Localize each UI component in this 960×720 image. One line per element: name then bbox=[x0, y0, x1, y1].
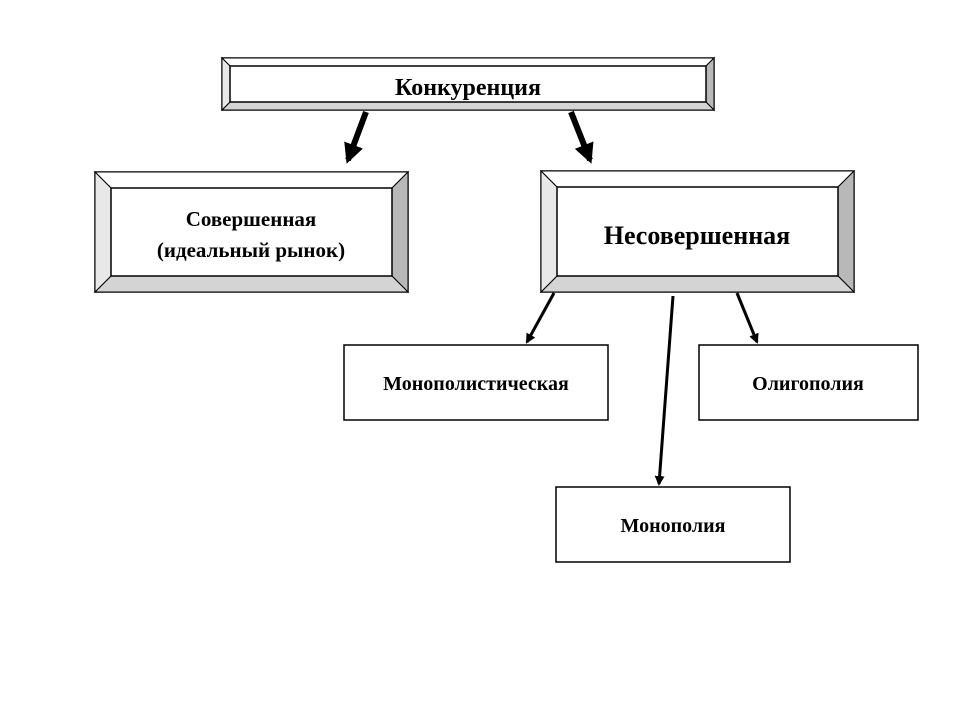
perfect-label-line2: (идеальный рынок) bbox=[157, 238, 345, 262]
arrow-imperfect-to-monopolistic bbox=[525, 292, 556, 344]
perfect-label-line1: Совершенная bbox=[186, 207, 317, 231]
monopoly-node: Монополия bbox=[555, 486, 791, 563]
oligopoly-node: Олигополия bbox=[698, 344, 919, 421]
arrow-imperfect-to-oligopoly bbox=[735, 292, 759, 344]
imperfect-competition-node: Несовершенная bbox=[539, 169, 856, 294]
root-node: Конкуренция bbox=[220, 56, 716, 112]
root-label: Конкуренция bbox=[395, 75, 541, 101]
oligopoly-label: Олигополия bbox=[752, 373, 864, 395]
monopolistic-label: Монополистическая bbox=[383, 373, 569, 395]
monopolistic-node: Монополистическая bbox=[343, 344, 609, 421]
arrow-root-to-perfect bbox=[344, 110, 369, 164]
arrow-root-to-imperfect bbox=[568, 110, 594, 164]
imperfect-label: Несовершенная bbox=[604, 221, 791, 250]
arrow-imperfect-to-monopoly bbox=[654, 295, 675, 486]
perfect-competition-node: Совершенная (идеальный рынок) bbox=[93, 170, 410, 294]
monopoly-label: Монополия bbox=[621, 515, 726, 537]
